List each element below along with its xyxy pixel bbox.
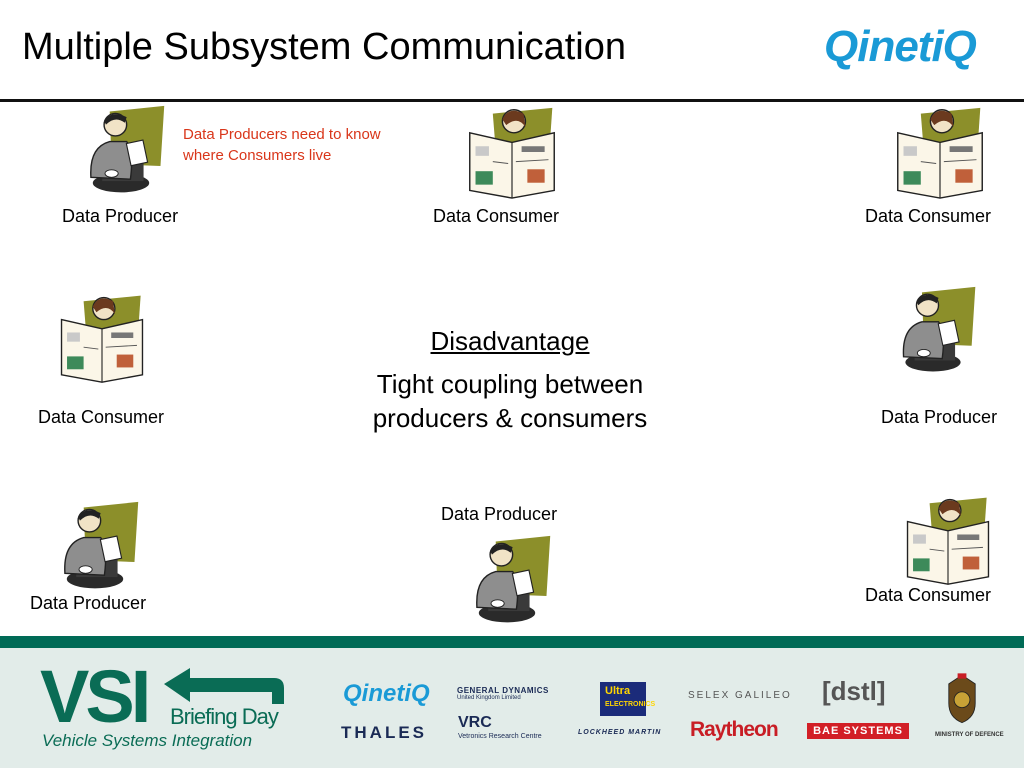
ultra-sub: ELECTRONICS bbox=[605, 701, 656, 708]
sponsor-vrc-sub: Vetronics Research Centre bbox=[458, 733, 542, 740]
sponsor-mod: MINISTRY OF DEFENCE bbox=[935, 732, 1004, 738]
disadvantage-line-1: Tight coupling between bbox=[376, 369, 644, 399]
node-label: Data Producer bbox=[881, 407, 998, 427]
disadvantage-heading: Disadvantage bbox=[430, 326, 590, 356]
disadvantage-line-2: producers & consumers bbox=[372, 403, 648, 433]
node-label: Data Consumer bbox=[38, 407, 165, 427]
newspaper-reader-icon bbox=[898, 494, 998, 586]
sponsor-dstl: [dstl] bbox=[822, 676, 886, 706]
node-label: Data Consumer bbox=[433, 206, 560, 226]
sponsor-qinetiq: QinetiQ bbox=[343, 680, 430, 707]
vsi-caption: Vehicle Systems Integration bbox=[42, 731, 253, 750]
vsi-logo: VSI bbox=[40, 655, 151, 738]
callout-note: Data Producers need to know where Consum… bbox=[183, 124, 381, 166]
sponsor-thales: THALES bbox=[341, 723, 427, 742]
sponsor-vrc: VRC bbox=[458, 714, 492, 731]
callout-line-1: Data Producers need to know bbox=[183, 126, 381, 143]
typist-icon bbox=[74, 104, 168, 198]
mod-crest-icon bbox=[940, 668, 984, 728]
newspaper-reader-icon bbox=[462, 104, 562, 200]
node-label: Data Consumer bbox=[865, 206, 992, 226]
typist-icon bbox=[886, 285, 980, 377]
callout-line-2: where Consumers live bbox=[183, 147, 332, 164]
footer bbox=[0, 648, 1024, 768]
sponsor-general-dynamics-sub: United Kingdom Limited bbox=[457, 695, 521, 701]
sponsor-selex: SELEX GALILEO bbox=[688, 690, 792, 701]
qinetiq-logo: QinetiQ bbox=[824, 22, 977, 71]
typist-icon bbox=[460, 534, 554, 628]
ultra-word: Ultra bbox=[605, 685, 631, 697]
briefing-day-label: Briefing Day bbox=[170, 704, 279, 729]
node-label: Data Producer bbox=[30, 593, 147, 613]
newspaper-reader-icon bbox=[890, 104, 990, 200]
node-label: Data Consumer bbox=[865, 585, 992, 605]
page-title: Multiple Subsystem Communication bbox=[22, 26, 627, 68]
sponsor-bae: BAE SYSTEMS bbox=[807, 723, 909, 739]
sponsor-general-dynamics: GENERAL DYNAMICS bbox=[457, 686, 549, 695]
disadvantage-box: Disadvantage Tight coupling between prod… bbox=[340, 326, 680, 435]
node-label: Data Producer bbox=[441, 504, 558, 524]
disadvantage-text: Tight coupling between producers & consu… bbox=[340, 367, 680, 435]
newspaper-reader-icon bbox=[52, 292, 152, 384]
title-divider bbox=[0, 99, 1024, 102]
arrow-left-icon bbox=[164, 668, 284, 704]
sponsor-lockheed-martin: LOCKHEED MARTIN bbox=[578, 729, 662, 736]
typist-icon bbox=[48, 500, 142, 594]
node-label: Data Producer bbox=[62, 206, 179, 226]
footer-band bbox=[0, 636, 1024, 648]
sponsor-ultra: Ultra ELECTRONICS bbox=[600, 682, 655, 716]
sponsor-raytheon: Raytheon bbox=[690, 718, 779, 741]
